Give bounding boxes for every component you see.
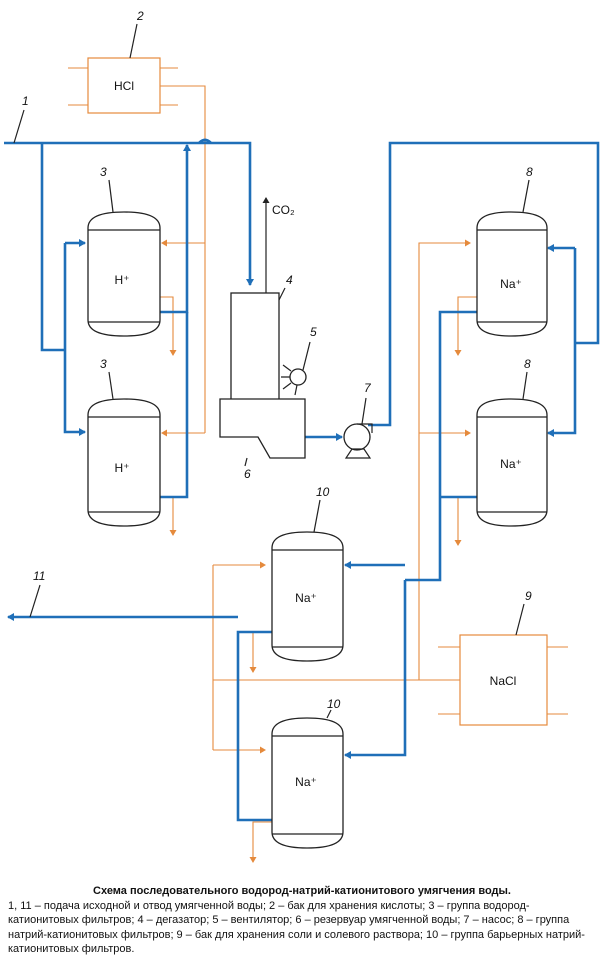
caption: Схема последовательного водород-натрий-к… (8, 884, 596, 957)
label-1: 1 (22, 94, 29, 108)
callouts: 1 2 3 3 4 5 6 7 8 8 9 10 10 11 (13, 9, 533, 719)
nacl-tank: NaCl (459, 634, 548, 726)
na-filter-bottom: Na⁺ (476, 398, 548, 527)
barrier-filter-top: Na⁺ (271, 531, 344, 662)
na-filter-top: Na⁺ (476, 211, 548, 337)
degasser: CO₂ (230, 197, 295, 401)
label-5: 5 (310, 325, 317, 339)
label-8b: 8 (524, 357, 531, 371)
pump (343, 423, 373, 459)
h-filter-bottom: H⁺ (87, 398, 161, 527)
fan (281, 364, 307, 396)
label-4: 4 (286, 273, 293, 287)
label-6: 6 (244, 467, 251, 481)
label-10: 10 (316, 485, 330, 499)
h-filter-top: H⁺ (87, 211, 161, 337)
reservoir (219, 398, 306, 459)
caption-title: Схема последовательного водород-натрий-к… (93, 885, 511, 897)
hcl-label: HCl (114, 79, 134, 93)
crossings (198, 138, 212, 144)
barrier-filter-bottom: Na⁺ (271, 717, 344, 849)
hcl-tank: HCl (87, 57, 161, 114)
co2-label: CO₂ (272, 203, 295, 217)
h-plus-label: H⁺ (115, 461, 130, 475)
na-plus-label: Na⁺ (295, 591, 317, 605)
scheme-diagram: HCl H⁺ H⁺ CO₂ Na⁺ (4, 9, 600, 863)
label-11: 11 (33, 569, 45, 583)
na-plus-label: Na⁺ (500, 277, 522, 291)
na-plus-label: Na⁺ (295, 775, 317, 789)
label-9: 9 (525, 589, 532, 603)
nacl-label: NaCl (490, 674, 517, 688)
label-2: 2 (136, 9, 144, 23)
na-plus-label: Na⁺ (500, 457, 522, 471)
label-3: 3 (100, 165, 107, 179)
label-7: 7 (364, 381, 372, 395)
caption-text: 1, 11 – подача исходной и отвод умягченн… (8, 899, 585, 956)
label-3b: 3 (100, 357, 107, 371)
water-lines (4, 141, 600, 822)
label-8: 8 (526, 165, 533, 179)
h-plus-label: H⁺ (115, 273, 130, 287)
label-10b: 10 (327, 697, 341, 711)
